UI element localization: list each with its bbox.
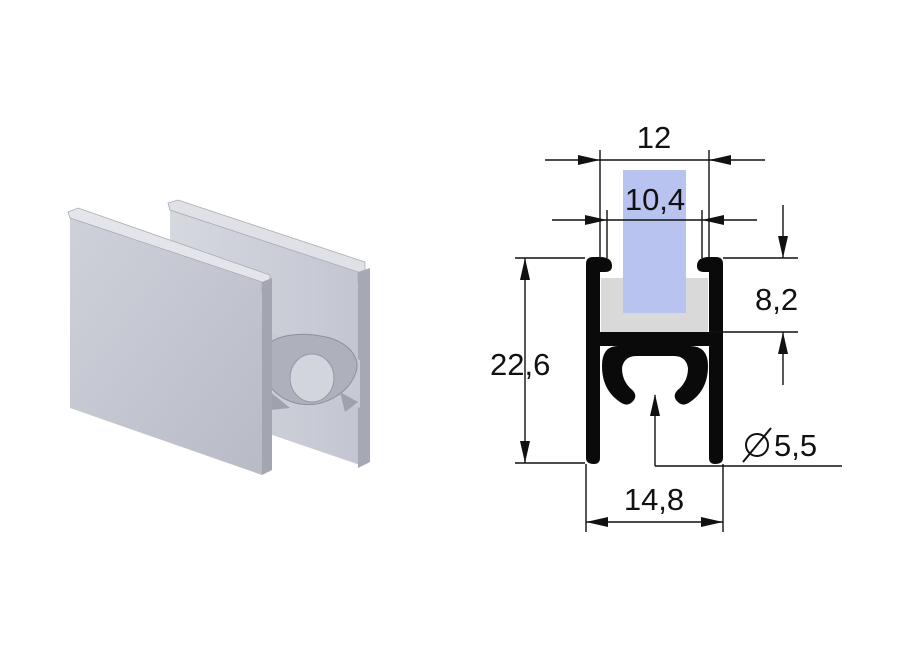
channel-tab-left [268,390,290,410]
back-wall-edge [358,268,370,468]
profile-3d-render [67,199,370,475]
channel-bore [626,358,684,392]
dim-diameter: 5,5 [774,428,817,463]
channel-tab-right [340,392,358,412]
front-wall-edge [262,278,272,475]
dim-inner-width: 10,4 [625,182,685,217]
cross-section [586,170,723,464]
dim-base-width: 14,8 [624,482,684,517]
front-wall [70,215,262,475]
gasket [601,278,708,332]
dim-overall-width: 12 [637,120,671,155]
glass-panel [623,170,686,313]
dim-depth: 8,2 [755,282,798,317]
dimension-lines [515,150,842,532]
diameter-icon [742,427,772,463]
screw-hole [289,353,335,403]
profile-section [586,257,723,464]
dim-height: 22,6 [490,347,550,382]
